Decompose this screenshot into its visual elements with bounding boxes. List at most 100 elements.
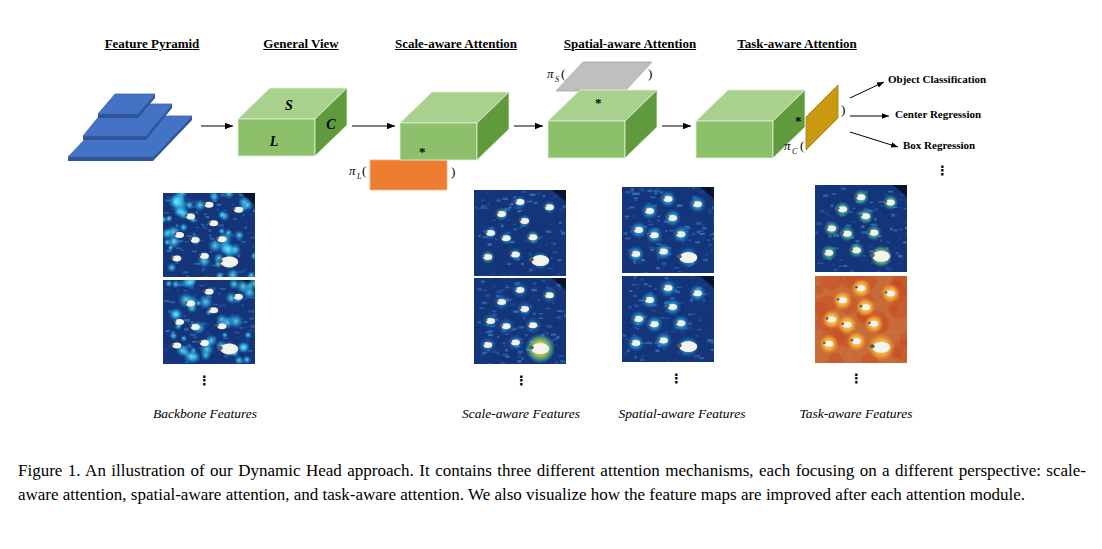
grass-texture [560,230,562,232]
sheep-head [826,317,829,319]
grass-texture [674,267,680,269]
grass-texture [899,194,904,196]
sheep [200,340,209,346]
heatmap-image [622,187,714,273]
attention-blob [184,280,197,288]
attention-blob [867,333,895,361]
sheep [664,196,673,202]
grass-texture [500,227,504,228]
sheep [659,338,668,344]
grass-texture [166,358,169,360]
grass-texture [887,269,893,271]
sheep [172,343,181,349]
attention-blob [186,299,196,309]
grass-texture [627,312,629,313]
attention-blob [167,262,177,272]
grass-texture [706,219,711,222]
grass-texture [898,199,902,201]
grass-texture [832,193,836,195]
grass-texture [217,204,221,206]
sheep [220,343,238,354]
attention-blob [171,280,180,289]
sheep-head [218,346,223,350]
tensor-cube: Scale-aware Attention [400,92,509,160]
grass-texture [703,259,708,262]
grass-texture [665,277,669,280]
grass-texture [507,263,511,265]
sheep-head [496,212,499,214]
sheep-head [630,341,633,343]
sheep-head [667,305,670,307]
grass-texture [662,262,667,265]
sheep [676,320,685,326]
grass-texture [557,274,560,275]
grass-texture [711,341,714,344]
attention-blob [815,285,823,294]
grass-texture [557,316,562,318]
stage-heading: Task-aware Attention [737,37,857,52]
attention-blob [209,193,220,202]
grass-texture [644,283,648,285]
grass-texture [251,325,255,328]
grass-texture [626,332,629,335]
grass-texture [633,295,637,298]
heatmap-ground [815,185,907,272]
grass-texture [899,263,902,265]
grass-texture [648,221,651,222]
attention-blob [864,314,884,334]
grass-texture [851,270,854,272]
grass-texture [707,317,710,320]
grass-texture [712,233,714,235]
grass-texture [635,356,637,359]
grass-texture [648,342,652,344]
sheep [502,235,511,241]
attention-blob [221,242,235,256]
grass-texture [870,246,873,249]
attention-blob [224,229,233,238]
attention-blob [524,316,542,334]
grass-texture [233,218,237,220]
cube-front [400,123,477,160]
attention-blob [479,336,497,354]
attention-blob [193,199,206,212]
cube-side [315,88,347,156]
attention-blob [190,322,200,332]
attention-blob [888,304,898,314]
grass-texture [712,257,714,260]
grass-texture [838,188,843,190]
sheep [852,338,861,344]
sheep-head [677,344,682,348]
sheep [528,322,537,328]
grass-texture [168,346,173,348]
grass-texture [828,214,833,217]
grass-texture [678,272,683,273]
grass-texture [648,246,652,248]
grass-texture [481,200,484,201]
grass-texture [692,233,695,236]
sheep [186,214,195,220]
dimension-letter: C [326,117,335,133]
grass-texture [250,338,255,340]
attention-blob [199,251,209,261]
grass-texture [688,314,691,316]
grass-texture [625,237,631,239]
grass-texture [565,330,566,331]
sheep [234,294,243,300]
sheep [205,202,214,208]
flow-arrow [662,126,691,127]
grass-texture [890,228,892,231]
grass-texture [840,267,844,268]
grass-texture [235,337,239,338]
attention-blob [820,276,842,290]
dimension-letter: L [270,134,279,150]
parenthesis: ) [841,103,845,118]
grass-texture [545,308,550,310]
grass-texture [623,362,626,363]
grass-texture [650,196,655,198]
grass-texture [692,187,695,188]
grass-texture [246,327,251,328]
grass-texture [250,317,254,319]
ellipsis: ⋮ [198,374,211,389]
grass-texture [623,351,625,354]
grass-texture [557,310,562,312]
